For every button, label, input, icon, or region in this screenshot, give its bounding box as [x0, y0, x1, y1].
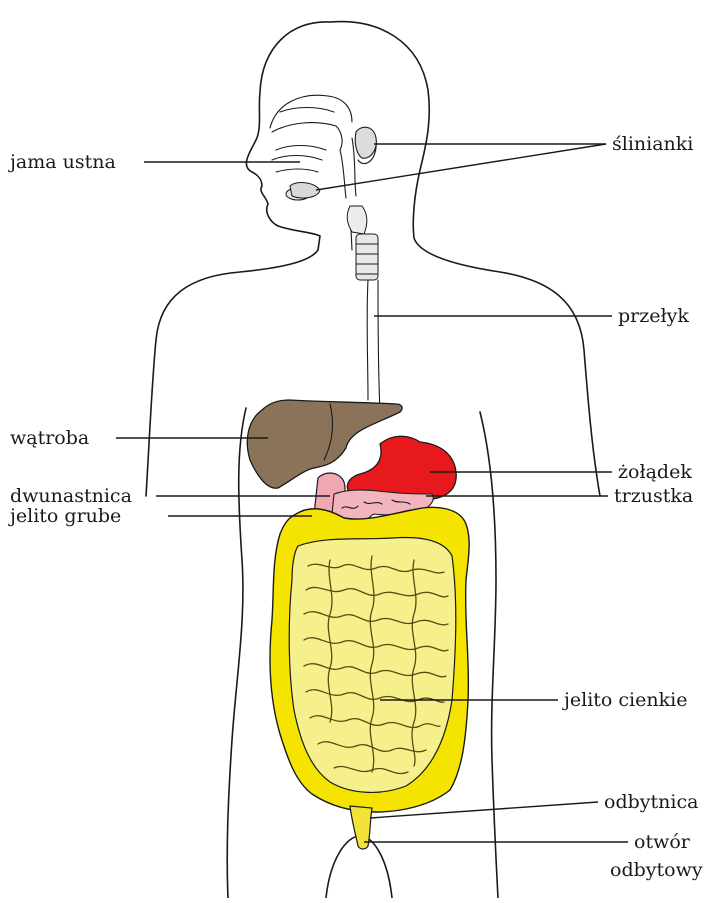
- label-watroba: wątroba: [10, 427, 89, 449]
- label-trzustka: trzustka: [614, 485, 693, 507]
- label-dwunastnica: dwunastnica: [10, 485, 132, 507]
- label-jama-ustna: jama ustna: [8, 151, 116, 173]
- label-jelito-cienkie: jelito cienkie: [562, 689, 687, 711]
- small-intestine-shape: [289, 538, 456, 793]
- label-przelyk: przełyk: [618, 305, 689, 327]
- label-zoladek: żołądek: [618, 461, 692, 483]
- label-odbytnica: odbytnica: [604, 791, 698, 813]
- label-otwor-odbytowy-line1: otwór: [634, 831, 691, 853]
- label-jelito-grube: jelito grube: [8, 505, 121, 527]
- label-slinianki: ślinianki: [612, 133, 693, 155]
- esophagus: [347, 206, 380, 410]
- label-otwor-odbytowy-line2: odbytowy: [610, 859, 703, 881]
- small-intestine: [289, 538, 456, 793]
